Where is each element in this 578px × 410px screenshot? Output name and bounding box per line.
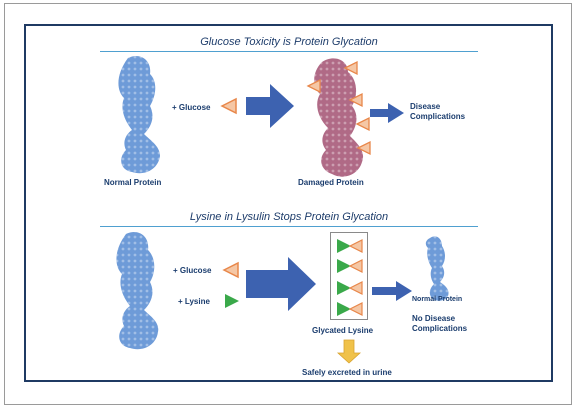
safely-excreted-label: Safely excreted in urine (302, 368, 392, 377)
excretion-arrow (336, 339, 362, 364)
normal-protein-bottom-shape (116, 231, 159, 350)
plus-glucose-bottom-label: + Glucose (173, 266, 212, 275)
reaction-arrow-bottom (246, 257, 316, 311)
small-normal-protein-shape (425, 236, 449, 301)
disease-complications-label: Disease Complications (410, 102, 466, 121)
damaged-protein-label: Damaged Protein (298, 178, 364, 187)
protected-arrow (372, 281, 412, 301)
bottom-title: Lysine in Lysulin Stops Protein Glycatio… (189, 211, 389, 223)
glucose-marker-icon (220, 97, 237, 115)
diagram-panel (24, 24, 553, 382)
normal-protein-label: Normal Protein (104, 178, 162, 187)
top-title-rule (100, 51, 478, 52)
glycated-lysine-label: Glycated Lysine (312, 326, 374, 335)
glucose-marker-bottom-icon (222, 261, 239, 279)
damaged-protein-shape (314, 58, 364, 177)
glycated-lysine-icons (337, 239, 363, 316)
attached-glucose-icons (306, 60, 371, 156)
no-disease-complications-label: No Disease Complications (412, 314, 468, 333)
reaction-arrow-top (246, 84, 294, 128)
disease-arrow (370, 103, 404, 123)
bottom-title-rule (100, 226, 478, 227)
normal-protein-bottom-label: Normal Protein (412, 296, 463, 303)
plus-glucose-label: + Glucose (172, 103, 211, 112)
lysine-marker-icon (225, 294, 239, 308)
top-title: Glucose Toxicity is Protein Glycation (200, 36, 378, 48)
plus-lysine-label: + Lysine (178, 297, 210, 306)
normal-protein-shape (118, 55, 160, 174)
